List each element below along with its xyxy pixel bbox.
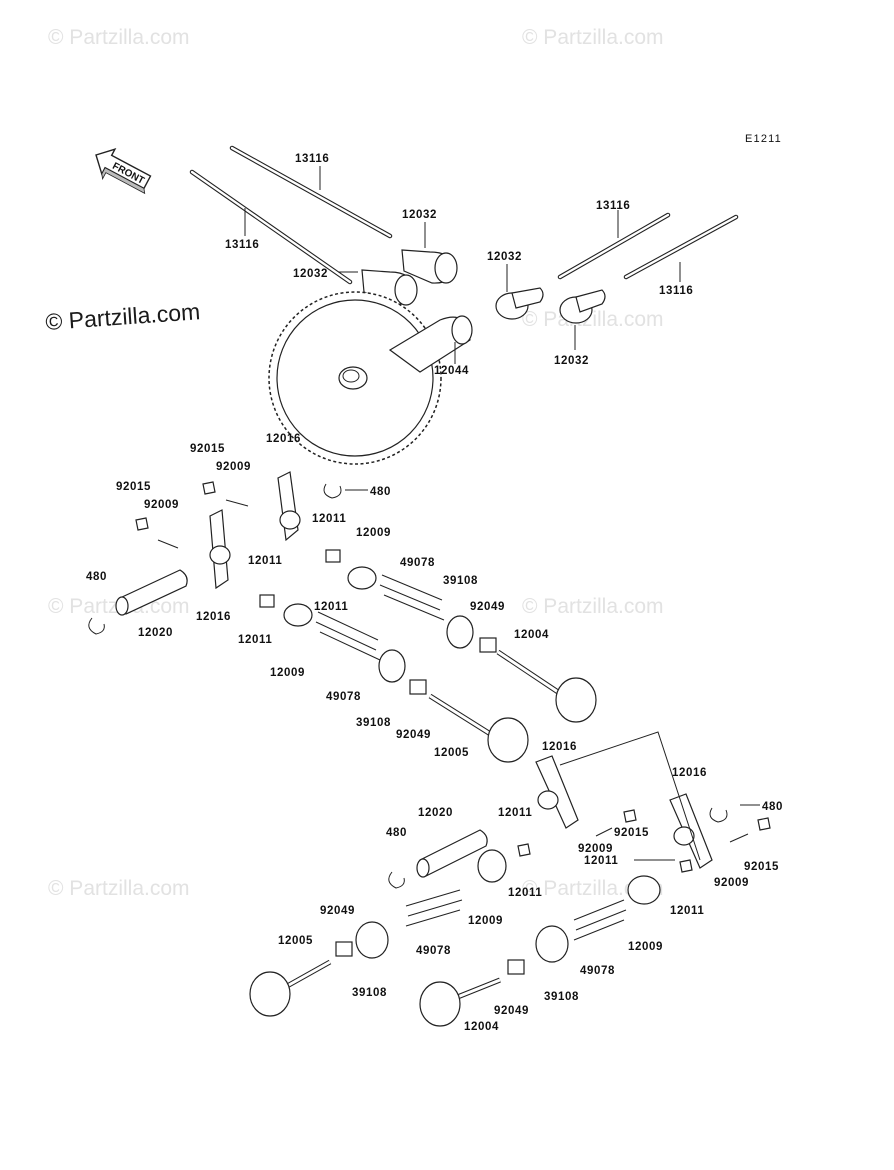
- part-label: 480: [386, 827, 407, 839]
- rocker-arms-left: [88, 471, 342, 635]
- diagram-code: E1211: [745, 133, 782, 145]
- leader-lines: [244, 166, 760, 861]
- push-rods: [189, 145, 739, 285]
- part-label: 92015: [190, 443, 225, 455]
- part-label: 92015: [744, 861, 779, 873]
- part-label: 39108: [352, 987, 387, 999]
- part-label: 49078: [400, 557, 435, 569]
- part-label: 49078: [326, 691, 361, 703]
- watermark: © Partzilla.com: [522, 595, 664, 618]
- front-arrow-icon: FRONT: [95, 148, 152, 195]
- watermark-main: © Partzilla.com: [45, 298, 201, 335]
- springs-valves-lower: [249, 829, 661, 1027]
- part-label: 12009: [628, 941, 663, 953]
- part-label: 12004: [514, 629, 549, 641]
- part-label: 12016: [196, 611, 231, 623]
- part-label: 12032: [402, 209, 437, 221]
- part-label: 12011: [508, 887, 542, 899]
- part-label: 92009: [714, 877, 749, 889]
- part-label: 39108: [443, 575, 478, 587]
- watermark: © Partzilla.com: [522, 26, 664, 49]
- part-label: 480: [86, 571, 107, 583]
- part-label: 12004: [464, 1021, 499, 1033]
- part-label: 49078: [416, 945, 451, 957]
- part-label: 12032: [487, 251, 522, 263]
- part-label: 12016: [266, 433, 301, 445]
- part-label: 12005: [278, 935, 313, 947]
- watermark: © Partzilla.com: [522, 308, 664, 331]
- part-label: 12044: [434, 365, 469, 377]
- part-label: 12016: [542, 741, 577, 753]
- part-label: 12011: [498, 807, 532, 819]
- part-label: 13116: [225, 239, 259, 251]
- part-label: 92049: [470, 601, 505, 613]
- part-labels: 13116 13116 12032 12032 12032 13116 1311…: [86, 153, 783, 1033]
- part-label: 12009: [356, 527, 391, 539]
- part-label: 12032: [554, 355, 589, 367]
- rocker-arms-right: [517, 731, 771, 873]
- part-label: 39108: [544, 991, 579, 1003]
- part-label: 92015: [116, 481, 151, 493]
- part-label: 12011: [584, 855, 618, 867]
- part-label: 480: [370, 486, 391, 498]
- camshaft-gear: [268, 291, 473, 465]
- part-label: 12009: [270, 667, 305, 679]
- part-label: 12009: [468, 915, 503, 927]
- part-label: 49078: [580, 965, 615, 977]
- part-label: 92049: [494, 1005, 529, 1017]
- part-label: 13116: [295, 153, 329, 165]
- part-label: 12011: [312, 513, 346, 525]
- part-label: 92049: [396, 729, 431, 741]
- part-label: 12011: [248, 555, 282, 567]
- part-label: 12032: [293, 268, 328, 280]
- part-label: 12020: [418, 807, 453, 819]
- part-label: 12011: [238, 634, 272, 646]
- watermark: © Partzilla.com: [48, 877, 190, 900]
- part-label: 39108: [356, 717, 391, 729]
- part-label: 12005: [434, 747, 469, 759]
- part-label: 12016: [672, 767, 707, 779]
- part-label: 13116: [596, 200, 630, 212]
- part-label: 12011: [670, 905, 704, 917]
- part-label: 92009: [578, 843, 613, 855]
- part-label: 13116: [659, 285, 693, 297]
- part-label: 92015: [614, 827, 649, 839]
- part-label: 12020: [138, 627, 173, 639]
- part-label: 92009: [216, 461, 251, 473]
- part-label: 92009: [144, 499, 179, 511]
- part-label: 92049: [320, 905, 355, 917]
- part-label: 480: [762, 801, 783, 813]
- part-label: 12011: [314, 601, 348, 613]
- watermark: © Partzilla.com: [48, 26, 190, 49]
- springs-valves-middle: [283, 566, 597, 763]
